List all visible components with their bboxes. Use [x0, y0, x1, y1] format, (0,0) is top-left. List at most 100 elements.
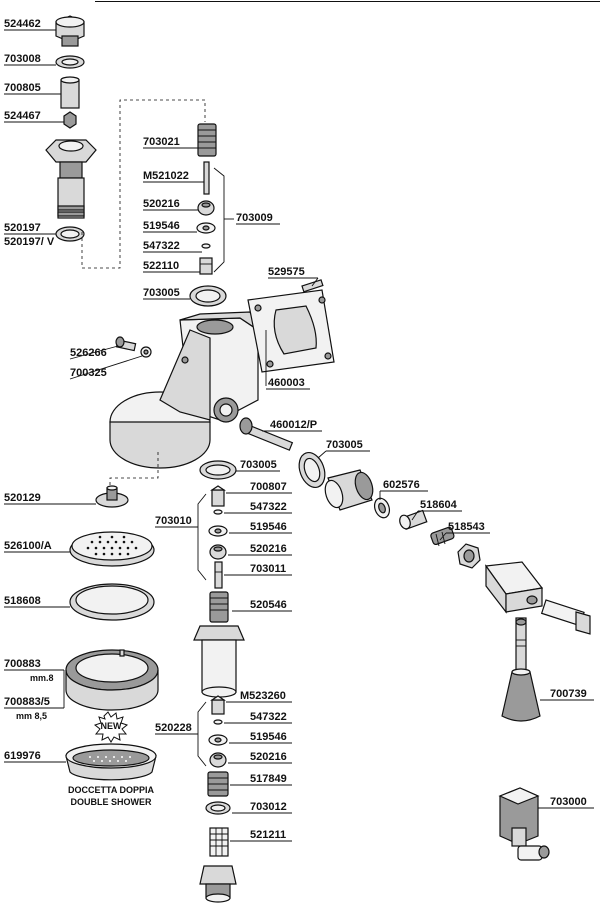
part-547322-oring-low	[213, 719, 223, 725]
svg-text:526266: 526266	[70, 347, 107, 359]
label-700325: 700325	[69, 355, 143, 380]
part-703021-spring	[197, 123, 217, 157]
label-700883: 700883	[4, 658, 64, 671]
svg-text:520216: 520216	[250, 751, 287, 763]
part-547322-oring-top	[201, 243, 211, 249]
label-521211: 521211	[230, 829, 292, 842]
part-522110-plug	[199, 257, 213, 275]
part-524467-nut	[63, 111, 77, 129]
svg-text:518543: 518543	[448, 521, 485, 533]
part-519546-washer-top	[196, 222, 216, 234]
svg-text:522110: 522110	[143, 260, 179, 272]
brace-703009	[213, 167, 225, 273]
label-518543: 518543	[439, 521, 490, 541]
label-517849: 517849	[230, 773, 292, 786]
svg-text:519546: 519546	[250, 731, 287, 743]
svg-text:703005: 703005	[143, 287, 180, 299]
part-520129-screw	[95, 485, 129, 508]
part-703008-gasket	[55, 55, 85, 69]
svg-text:619976: 619976	[4, 750, 41, 762]
dashed-connector-valve	[81, 99, 206, 269]
svg-text:520129: 520129	[4, 492, 41, 504]
svg-text:700883/5: 700883/5	[4, 696, 50, 708]
svg-text:M523260: M523260	[240, 690, 286, 702]
brace-520228	[197, 701, 207, 767]
label-547322-mid: 547322	[224, 501, 292, 514]
part-700805-tube	[60, 76, 80, 109]
label-519546-top: 519546	[143, 220, 197, 233]
part-703011-pin	[214, 561, 223, 589]
label-700805: 700805	[4, 82, 61, 95]
label-547322-top: 547322	[143, 240, 202, 253]
svg-text:M521022: M521022	[143, 170, 189, 182]
svg-text:602576: 602576	[383, 479, 420, 491]
part-518604-piston	[399, 509, 428, 531]
label-703009: 703009	[236, 212, 280, 225]
label-M523260: M523260	[226, 690, 292, 703]
svg-text:524467: 524467	[4, 110, 41, 122]
svg-text:547322: 547322	[250, 501, 287, 513]
svg-text:526100/A: 526100/A	[4, 540, 52, 552]
part-520216-bushing-mid	[209, 544, 227, 560]
svg-text:460012/P: 460012/P	[270, 419, 317, 431]
label-526266: 526266	[69, 345, 119, 360]
part-703005-gasket-top	[189, 285, 227, 307]
part-M523260-cap	[210, 695, 226, 715]
svg-text:703005: 703005	[240, 459, 277, 471]
svg-text:520197: 520197	[4, 222, 41, 234]
part-519546-washer-low	[208, 734, 228, 746]
part-lever-shaft	[515, 617, 527, 673]
svg-text:700883: 700883	[4, 658, 41, 670]
part-703005-gasket-mid	[199, 460, 237, 480]
label-519546-low: 519546	[229, 731, 292, 744]
svg-text:547322: 547322	[250, 711, 287, 723]
part-703000-switch	[498, 787, 550, 861]
label-520197: 520197	[4, 222, 56, 235]
label-547322-low: 547322	[224, 711, 292, 724]
svg-text:460003: 460003	[268, 377, 305, 389]
part-520216-bushing-low	[209, 752, 227, 768]
label-524462: 524462	[4, 18, 56, 31]
svg-text:703021: 703021	[143, 136, 180, 148]
label-520129: 520129	[4, 492, 96, 505]
part-547322-oring-mid	[213, 509, 223, 515]
label-700807: 700807	[226, 481, 292, 494]
label-619976: 619976	[4, 750, 66, 763]
part-520197-valve-body	[45, 139, 97, 219]
svg-text:700807: 700807	[250, 481, 287, 493]
label-460012P: 460012/P	[262, 419, 322, 432]
label-518608: 518608	[4, 595, 70, 608]
part-M521022-pin	[203, 161, 210, 195]
svg-text:520228: 520228	[155, 722, 192, 734]
label-7008835-mm: mm 8,5	[16, 711, 47, 721]
part-619976-double-shower	[65, 743, 157, 781]
part-520216-bushing-top	[197, 200, 215, 216]
part-524462-cap	[55, 15, 85, 47]
part-526266-screw	[115, 336, 137, 352]
svg-text:700739: 700739	[550, 688, 587, 700]
svg-text:529575: 529575	[268, 266, 305, 278]
caption-doccetta-doppia: DOCCETTA DOPPIA	[68, 785, 155, 795]
label-520228: 520228	[155, 722, 198, 735]
label-703000: 703000	[538, 796, 594, 809]
svg-text:703009: 703009	[236, 212, 273, 224]
part-460003-plate	[247, 289, 335, 373]
label-703011: 703011	[224, 563, 292, 576]
part-side-cylinder	[324, 469, 374, 511]
label-526100A: 526100/A	[4, 540, 70, 553]
brace-703010	[197, 493, 207, 581]
part-700739-handle-knob	[501, 668, 541, 722]
svg-text:517849: 517849	[250, 773, 287, 785]
label-703021: 703021	[143, 136, 198, 149]
new-badge: NEW	[93, 711, 129, 743]
part-group-head-body	[109, 311, 260, 469]
part-bottom-fitting	[199, 865, 237, 903]
svg-text:703000: 703000	[550, 796, 587, 808]
label-518604: 518604	[411, 499, 462, 521]
label-522110: 522110	[143, 260, 200, 273]
caption-double-shower: DOUBLE SHOWER	[71, 797, 153, 807]
svg-text:703012: 703012	[250, 801, 287, 813]
label-M521022: M521022	[143, 170, 204, 183]
label-520216-top: 520216	[143, 198, 198, 211]
